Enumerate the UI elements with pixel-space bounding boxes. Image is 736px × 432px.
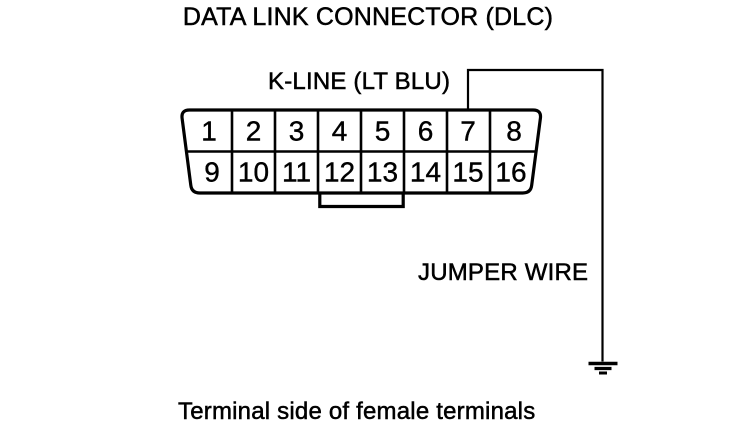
connector-notch bbox=[318, 192, 405, 209]
pin-number-10: 10 bbox=[238, 157, 269, 188]
pin-number-5: 5 bbox=[375, 116, 391, 147]
pin-number-9: 9 bbox=[204, 157, 220, 188]
jumper-wire-label: JUMPER WIRE bbox=[418, 259, 589, 286]
terminal-side-caption: Terminal side of female terminals bbox=[178, 398, 536, 425]
pin-number-12: 12 bbox=[324, 157, 355, 188]
pin-number-3: 3 bbox=[289, 116, 305, 147]
pin-number-7: 7 bbox=[460, 116, 476, 147]
pin-number-11: 11 bbox=[282, 157, 311, 188]
pin-number-2: 2 bbox=[246, 116, 262, 147]
pin-number-14: 14 bbox=[410, 157, 441, 188]
pin-number-15: 15 bbox=[452, 157, 483, 188]
connector-grid bbox=[187, 111, 535, 192]
ground-icon bbox=[588, 361, 618, 375]
pin-number-6: 6 bbox=[418, 116, 434, 147]
pin-row-top: 1 2 3 4 5 6 7 8 bbox=[201, 115, 522, 147]
pin-row-bottom: 9 10 11 12 13 14 15 16 bbox=[204, 156, 527, 188]
pin-number-8: 8 bbox=[506, 116, 522, 147]
jumper-wire-line bbox=[466, 68, 604, 362]
pin-number-4: 4 bbox=[332, 116, 348, 147]
pin-number-16: 16 bbox=[495, 157, 526, 188]
pin-number-1: 1 bbox=[201, 116, 217, 147]
kline-wire-label: K-LINE (LT BLU) bbox=[268, 68, 451, 95]
pin-number-13: 13 bbox=[367, 157, 398, 188]
diagram-title: DATA LINK CONNECTOR (DLC) bbox=[182, 3, 554, 32]
